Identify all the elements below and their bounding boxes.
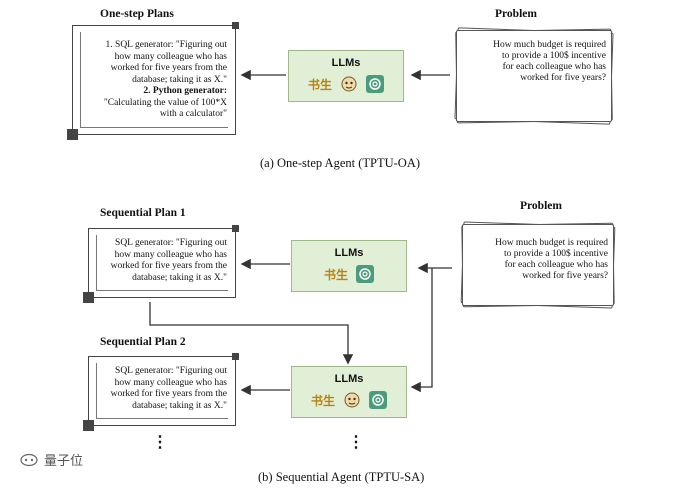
plan-line: SQL generator: "Figuring out — [115, 238, 227, 248]
problem-line: How much budget is required — [493, 40, 606, 50]
robot-icon — [344, 392, 360, 408]
plan-line: how many colleague who has — [114, 377, 227, 388]
llm-box-b2: LLMs 书生 — [291, 366, 407, 418]
plan-line: worked for five years from the — [110, 261, 227, 271]
problem-note-a: How much budget is required to provide a… — [454, 27, 614, 125]
openai-icon — [366, 75, 384, 93]
problem-line: How much budget is required — [495, 238, 608, 248]
wenxin-icon: 书生 — [310, 393, 335, 408]
problem-title-a: Problem — [495, 8, 537, 20]
caption-a: (a) One-step Agent (TPTU-OA) — [260, 156, 421, 170]
problem-line: for each colleague who has — [502, 62, 606, 72]
plan-line: database; taking it as X." — [132, 74, 227, 85]
one-step-plans-title: One-step Plans — [100, 8, 174, 20]
ellipsis-llms: ⋮ — [348, 434, 364, 451]
plan-line: 2. Python generator: — [143, 86, 227, 96]
llm-box-a: LLMs 书生 — [288, 50, 404, 102]
plan-line: worked for five years from the — [110, 63, 227, 73]
problem-line: worked for five years? — [522, 271, 608, 281]
problem-note-b: How much budget is required to provide a… — [460, 221, 616, 309]
llm-label: LLMs — [334, 247, 364, 259]
watermark-text: 量子位 — [44, 454, 84, 469]
branch-line — [410, 268, 433, 393]
caption-b: (b) Sequential Agent (TPTU-SA) — [258, 470, 425, 484]
sequential-plan-1-card: SQL generator: "Figuring out how many co… — [83, 225, 239, 303]
wenxin-icon: 书生 — [307, 77, 332, 92]
problem-line: to provide a 100$ incentive — [504, 249, 608, 259]
sequential-plan-1-title: Sequential Plan 1 — [100, 207, 186, 219]
watermark-icon — [20, 453, 38, 466]
plan-line: SQL generator: "Figuring out — [115, 366, 227, 376]
plan-line: how many colleague who has — [114, 249, 227, 260]
plan-line: database; taking it as X." — [132, 272, 227, 283]
plan1-to-llm2-line — [149, 302, 354, 365]
problem-line: worked for five years? — [520, 73, 606, 83]
ellipsis-plans: ⋮ — [152, 434, 168, 451]
plan-line: "Calculating the value of 100*X — [103, 97, 227, 108]
plan-line: how many colleague who has — [114, 51, 227, 62]
watermark: 量子位 — [20, 450, 83, 469]
sequential-plan-2-title: Sequential Plan 2 — [100, 336, 186, 348]
problem-line: to provide a 100$ incentive — [502, 51, 606, 61]
robot-icon — [341, 76, 357, 92]
wenxin-icon: 书生 — [323, 267, 348, 282]
plan-line: with a calculator" — [159, 109, 227, 119]
llm-label: LLMs — [331, 57, 361, 69]
one-step-plans-card: 1. SQL generator: "Figuring out how many… — [67, 22, 239, 140]
plan-line: worked for five years from the — [110, 389, 227, 399]
plan-line: database; taking it as X." — [132, 400, 227, 411]
llm-box-b1: LLMs 书生 — [291, 240, 407, 292]
plan-line: 1. SQL generator: "Figuring out — [105, 40, 227, 50]
sequential-plan-2-card: SQL generator: "Figuring out how many co… — [83, 353, 239, 431]
openai-icon — [369, 391, 387, 409]
problem-line: for each colleague who has — [504, 260, 608, 270]
llm-label: LLMs — [334, 373, 364, 385]
problem-title-b: Problem — [520, 200, 562, 212]
openai-icon — [356, 265, 374, 283]
